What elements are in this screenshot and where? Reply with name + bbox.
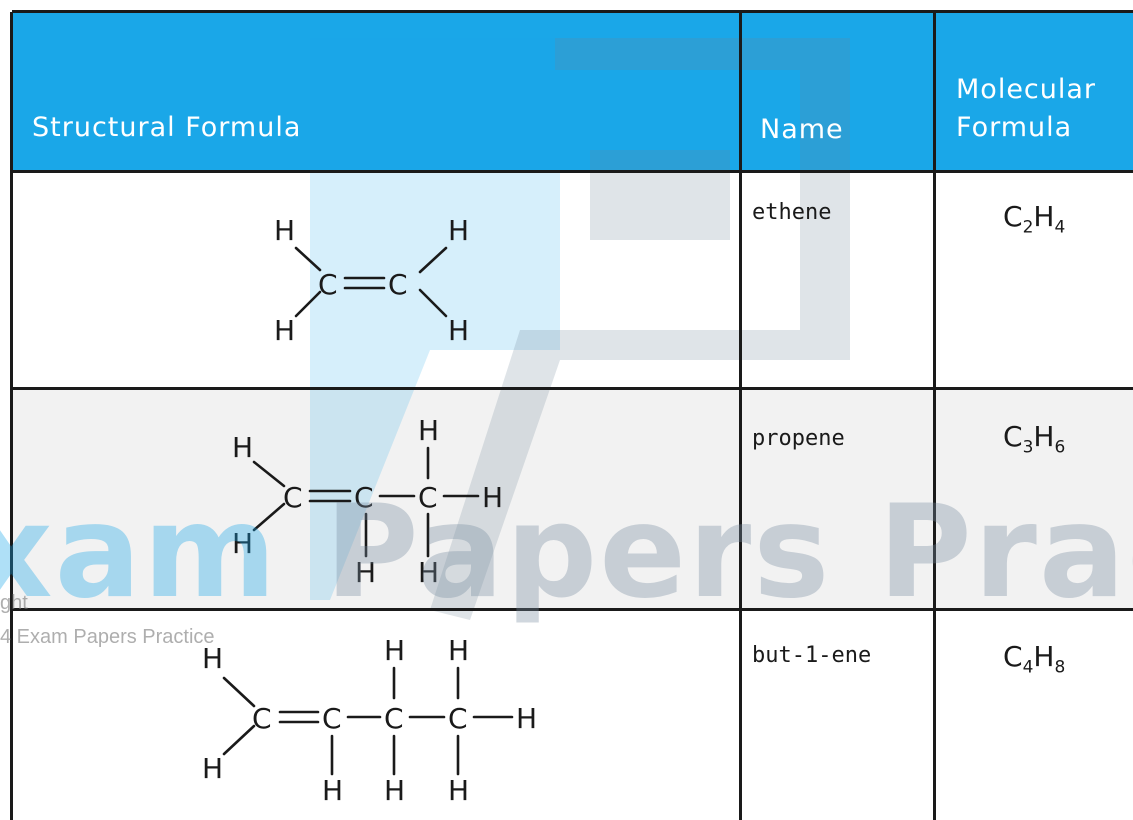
grid-line (12, 10, 1133, 13)
svg-text:H: H (516, 702, 537, 735)
ethene-structure: H H C C H H (274, 214, 469, 347)
svg-text:H: H (482, 481, 503, 514)
row-name-propene: propene (752, 426, 845, 451)
watermark-copyright-2: 4 Exam Papers Practice (0, 626, 215, 648)
svg-text:H: H (448, 314, 469, 347)
svg-text:C: C (384, 702, 404, 735)
svg-text:H: H (384, 634, 405, 667)
grid-line (10, 12, 13, 820)
molecular-formula-ethene: C2H4 (1003, 200, 1066, 238)
row-name-ethene: ethene (752, 200, 832, 225)
row-name-but-1-ene: but-1-ene (752, 643, 872, 668)
svg-text:C: C (322, 702, 342, 735)
watermark-text: xam Papers Practic (0, 478, 1133, 627)
svg-text:H: H (202, 642, 223, 675)
svg-text:H: H (418, 414, 439, 447)
grid-line (12, 608, 1133, 611)
svg-text:H: H (418, 556, 439, 589)
svg-text:C: C (354, 481, 374, 514)
svg-text:C: C (283, 481, 303, 514)
table-header-row (12, 12, 1133, 170)
svg-text:H: H (448, 634, 469, 667)
grid-line (12, 387, 1133, 390)
svg-text:H: H (355, 556, 376, 589)
svg-text:H: H (232, 431, 253, 464)
svg-text:H: H (274, 314, 295, 347)
header-structural-formula: Structural Formula (32, 112, 302, 143)
svg-text:H: H (448, 214, 469, 247)
svg-text:H: H (274, 214, 295, 247)
svg-text:H: H (202, 752, 223, 785)
svg-text:C: C (252, 702, 272, 735)
svg-text:H: H (384, 774, 405, 807)
svg-text:H: H (448, 774, 469, 807)
grid-line (12, 170, 1133, 173)
grid-line (739, 12, 742, 820)
but-1-ene-structure: H H H C C C C H H H H H (202, 634, 537, 807)
svg-text:C: C (318, 268, 338, 301)
svg-text:H: H (232, 527, 253, 560)
header-molecular-formula-line2: Formula (956, 112, 1073, 143)
svg-text:C: C (448, 702, 468, 735)
header-name: Name (760, 114, 844, 145)
propene-structure: H H C C C H H H H (232, 414, 503, 589)
svg-text:C: C (388, 268, 408, 301)
grid-line (933, 12, 936, 820)
table-row-propene-bg (12, 388, 1133, 610)
svg-text:C: C (418, 481, 438, 514)
molecular-formula-but-1-ene: C4H8 (1003, 640, 1066, 678)
watermark-copyright-1: ght (0, 592, 28, 614)
molecular-formula-propene: C3H6 (1003, 420, 1066, 458)
svg-text:H: H (322, 774, 343, 807)
header-molecular-formula-line1: Molecular (956, 74, 1097, 105)
